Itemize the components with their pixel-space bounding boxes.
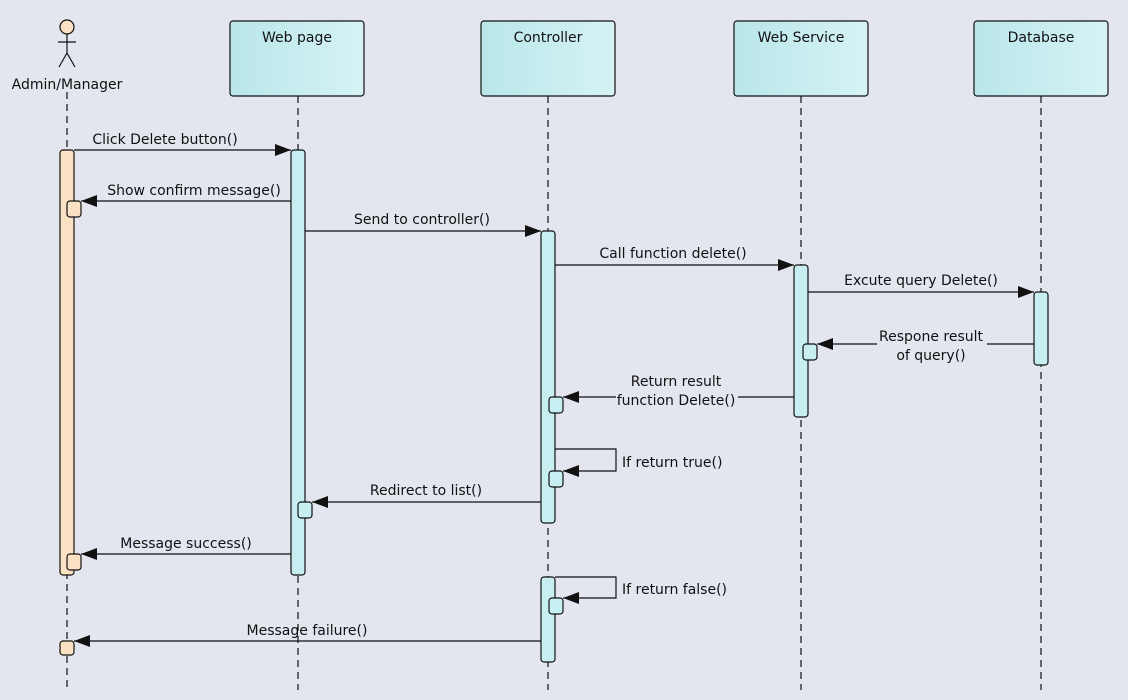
nested-activation-controller-true [548, 470, 564, 488]
nested-activation-actor-confirm [66, 200, 82, 218]
message-label: Show confirm message() [107, 183, 281, 199]
participant-controller[interactable]: Controller [480, 20, 616, 97]
actor-admin-manager[interactable]: Admin/Manager [12, 19, 123, 93]
nested-activation-controller-false [548, 597, 564, 615]
message-label: Excute query Delete() [844, 273, 998, 289]
activation-controller-1 [540, 230, 556, 524]
message-label: Message success() [120, 536, 252, 552]
nested-activation-webpage-redirect [297, 501, 313, 519]
nested-activations [59, 200, 818, 656]
actor-label: Admin/Manager [12, 77, 123, 93]
label-backdrop [616, 374, 738, 409]
message-respone-result-of-query[interactable]: Respone result of query() [817, 329, 1034, 364]
activation-database [1033, 291, 1049, 366]
message-send-to-controller[interactable]: Send to controller() [305, 212, 541, 237]
activation-bars [59, 149, 1049, 663]
participant-webpage[interactable]: Web page [229, 20, 365, 97]
message-if-return-true[interactable]: If return true() [555, 448, 722, 477]
participant-label: Web page [262, 30, 332, 46]
message-return-result-function-delete[interactable]: Return result function Delete() [563, 374, 794, 409]
message-show-confirm-message[interactable]: Show confirm message() [81, 183, 291, 207]
label-backdrop [877, 329, 987, 361]
nested-activation-webservice [802, 343, 818, 361]
message-label: If return true() [622, 455, 722, 471]
message-label: Send to controller() [354, 212, 490, 228]
message-if-return-false[interactable]: If return false() [555, 576, 727, 604]
messages: Click Delete button() Show confirm messa… [74, 132, 1034, 647]
message-label: Message failure() [247, 623, 368, 639]
activation-controller-2 [540, 576, 556, 663]
message-label: Return result [631, 374, 722, 390]
message-label: function Delete() [617, 393, 736, 409]
message-label: Call function delete() [599, 246, 746, 262]
nested-activation-actor-success [66, 553, 82, 571]
activation-webservice [793, 264, 809, 418]
participant-label: Web Service [758, 30, 845, 46]
message-label: Redirect to list() [370, 483, 482, 499]
message-label: If return false() [622, 582, 727, 598]
participant-database[interactable]: Database [973, 20, 1109, 97]
participant-webservice[interactable]: Web Service [733, 20, 869, 97]
activation-actor [59, 149, 75, 576]
message-label: Respone result [879, 329, 984, 345]
message-label: Click Delete button() [92, 132, 237, 148]
participant-label: Database [1008, 30, 1075, 46]
activation-webpage [290, 149, 306, 576]
message-click-delete-button[interactable]: Click Delete button() [74, 132, 291, 156]
message-excute-query-delete[interactable]: Excute query Delete() [808, 273, 1034, 298]
message-message-failure[interactable]: Message failure() [74, 623, 541, 647]
message-call-function-delete[interactable]: Call function delete() [555, 246, 794, 271]
stick-figure-icon [58, 19, 76, 68]
message-redirect-to-list[interactable]: Redirect to list() [312, 483, 541, 508]
activation-actor-failure [59, 640, 75, 656]
participant-label: Controller [514, 30, 583, 46]
message-message-success[interactable]: Message success() [81, 536, 291, 560]
message-label: of query() [896, 348, 965, 364]
nested-activation-controller-return [548, 396, 564, 414]
